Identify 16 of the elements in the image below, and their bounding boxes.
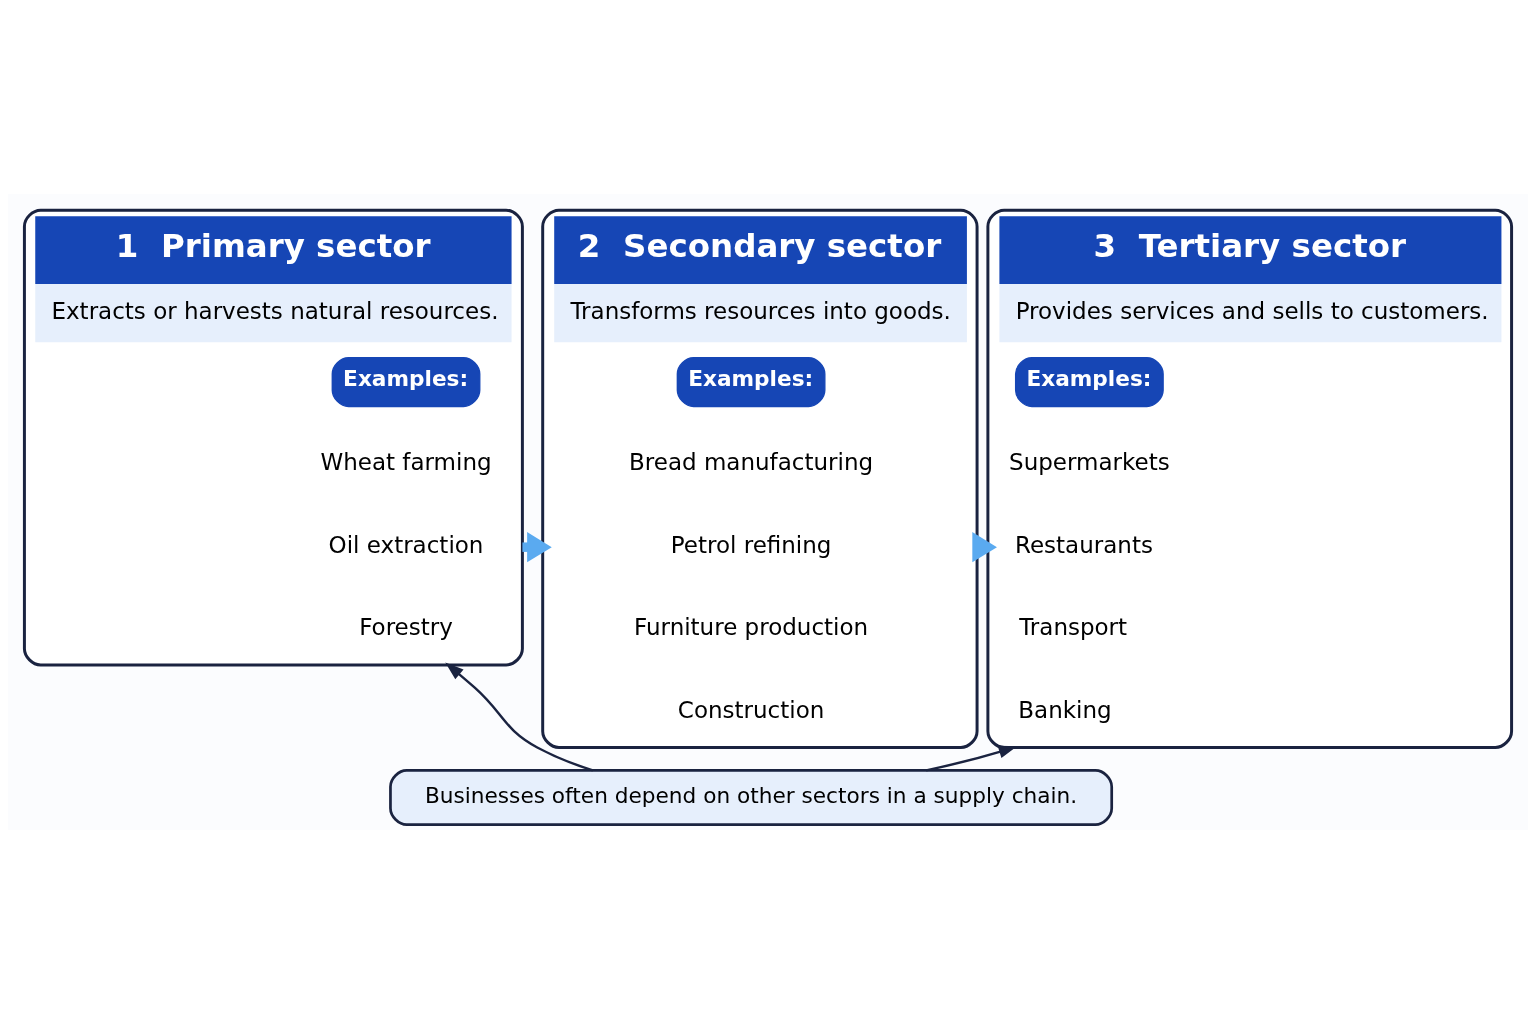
node-box: Examples: — [331, 357, 481, 408]
node-text: Furniture production — [634, 614, 869, 641]
node-text: Construction — [677, 696, 825, 723]
node-box: Examples: — [676, 357, 826, 408]
node-text: Restaurants — [1015, 531, 1153, 558]
node-box: Examples: — [1014, 357, 1164, 408]
node-text: Oil extraction — [328, 531, 484, 558]
node-box: Businesses often depend on other sectors in a supply chain. — [389, 769, 1114, 826]
node-text: Supermarkets — [1009, 449, 1170, 476]
node-text: Transport — [1019, 614, 1128, 641]
arrow — [972, 532, 997, 563]
node-text: Bread manufacturing — [629, 449, 874, 476]
node-text: Petrol refining — [670, 531, 832, 558]
node-text: Banking — [1018, 696, 1112, 723]
node-text: Forestry — [359, 614, 453, 641]
node-text: Wheat farming — [320, 449, 492, 476]
